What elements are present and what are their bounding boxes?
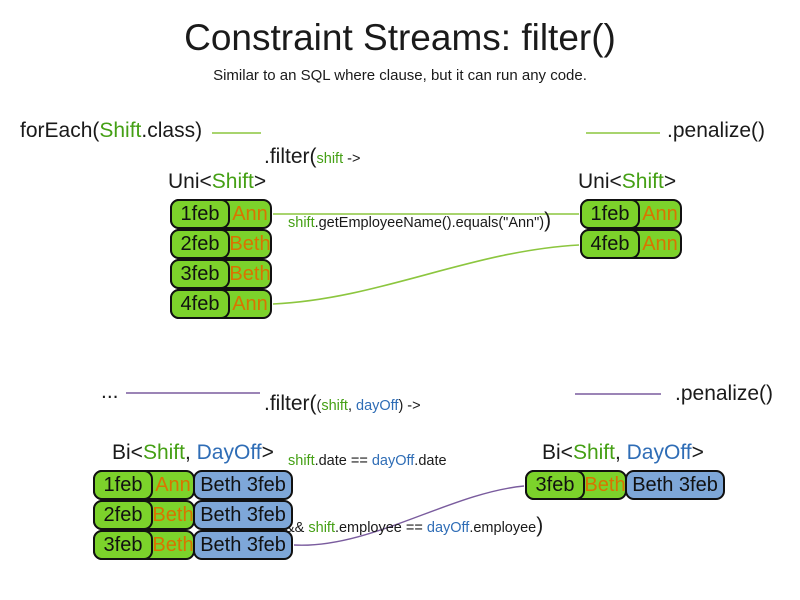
bi-filter-line1: .filter((shift, dayOff) -> [264,392,543,417]
page-title: Constraint Streams: filter() [184,17,616,58]
shift-employee-cell: Ann [642,202,678,225]
uni-filter-line2: shift.getEmployeeName().equals("Ann")) [288,209,551,237]
shift-date-cell: 1feb [580,199,640,229]
shift-employee-cell: Beth [229,232,271,255]
shift-date-cell: 1feb [170,199,230,229]
shift-employee-cell: Ann [232,202,268,225]
employee-field: .employee [469,520,537,536]
label-shift: Shift [142,441,185,464]
dayoff-box: Beth 3feb [193,530,293,560]
label-pre: Uni< [578,170,622,193]
shift-employee-cell: Ann [232,292,268,315]
label-dayoff: DayOff [196,441,262,464]
shift-date-cell: 3feb [93,530,153,560]
shift-date-cell: 2feb [170,229,230,259]
shift-ref: shift [288,453,315,469]
dayoff-ref: dayOff [426,520,470,536]
filter-close-paren: ) [536,514,544,537]
bi-penalize-expression: .penalize() [675,382,774,405]
label-shift: Shift [572,441,615,464]
dayoff-box: Beth 3feb [193,470,293,500]
foreach-pre: forEach( [20,119,100,142]
label-comma: , [614,441,627,464]
foreach-post: .class) [141,119,203,142]
filter-call: .filter( [264,392,317,415]
date-compare: .date == [314,453,372,469]
comma: , [347,398,356,414]
label-post: > [663,170,677,193]
foreach-expression: forEach(Shift.class) [20,119,202,143]
shift-employee-cell: Beth [584,473,626,496]
label-shift: Shift [621,170,664,193]
label-pre: Uni< [168,170,212,193]
open-paren: ( [316,398,322,414]
label-post: > [261,441,274,464]
shift-date-cell: 2feb [93,500,153,530]
date-field: .date [414,453,447,469]
bi-filter-expression: .filter((shift, dayOff) -> shift.date ==… [264,356,543,575]
bi-source-ellipsis: ... [101,380,119,403]
dayoff-ref: dayOff [371,453,415,469]
uni-penalize-expression: .penalize() [667,119,766,142]
label-shift: Shift [211,170,254,193]
shift-date-cell: 3feb [525,470,585,500]
dayoff-box: Beth 3feb [625,470,725,500]
shift-employee-cell: Beth [229,262,271,285]
shift-date-cell: 3feb [170,259,230,289]
label-post: > [691,441,704,464]
foreach-shift-class: Shift [99,119,142,142]
page-subtitle: Similar to an SQL where clause, but it c… [213,67,587,84]
uni-right-type-label: Uni<Shift> [578,170,676,194]
filter-call: .filter( [264,145,317,168]
label-pre: Bi< [112,441,143,464]
bi-filter-line3: && shift.employee == dayOff.employee) [285,514,543,539]
filter-body-shift: shift [288,215,315,231]
filter-param-shift: shift [321,398,348,414]
label-dayoff: DayOff [626,441,692,464]
uni-filter-line1: .filter(shift -> [264,145,551,173]
uni-left-type-label: Uni<Shift> [168,170,266,194]
shift-ref: shift [308,520,335,536]
label-post: > [253,170,267,193]
label-pre: Bi< [542,441,573,464]
shift-date-cell: 4feb [170,289,230,319]
shift-date-cell: 4feb [580,229,640,259]
bi-right-type-label: Bi<Shift, DayOff> [542,441,704,465]
filter-arrow: ) -> [398,398,421,414]
filter-body: .getEmployeeName().equals("Ann") [314,215,545,231]
shift-date-cell: 1feb [93,470,153,500]
filter-param-shift: shift [316,151,344,167]
bi-left-type-label: Bi<Shift, DayOff> [112,441,274,465]
shift-employee-cell: Beth [152,503,194,526]
employee-compare: .employee == [334,520,427,536]
shift-employee-cell: Beth [152,533,194,556]
filter-arrow: -> [343,151,361,167]
label-comma: , [184,441,197,464]
shift-employee-cell: Ann [642,232,678,255]
dayoff-box: Beth 3feb [193,500,293,530]
filter-param-dayoff: dayOff [356,398,399,414]
filter-close-paren: ) [544,209,552,232]
shift-employee-cell: Ann [155,473,191,496]
uni-filter-expression: .filter(shift -> shift.getEmployeeName()… [264,109,551,273]
bi-filter-line2: shift.date == dayOff.date [288,453,543,478]
